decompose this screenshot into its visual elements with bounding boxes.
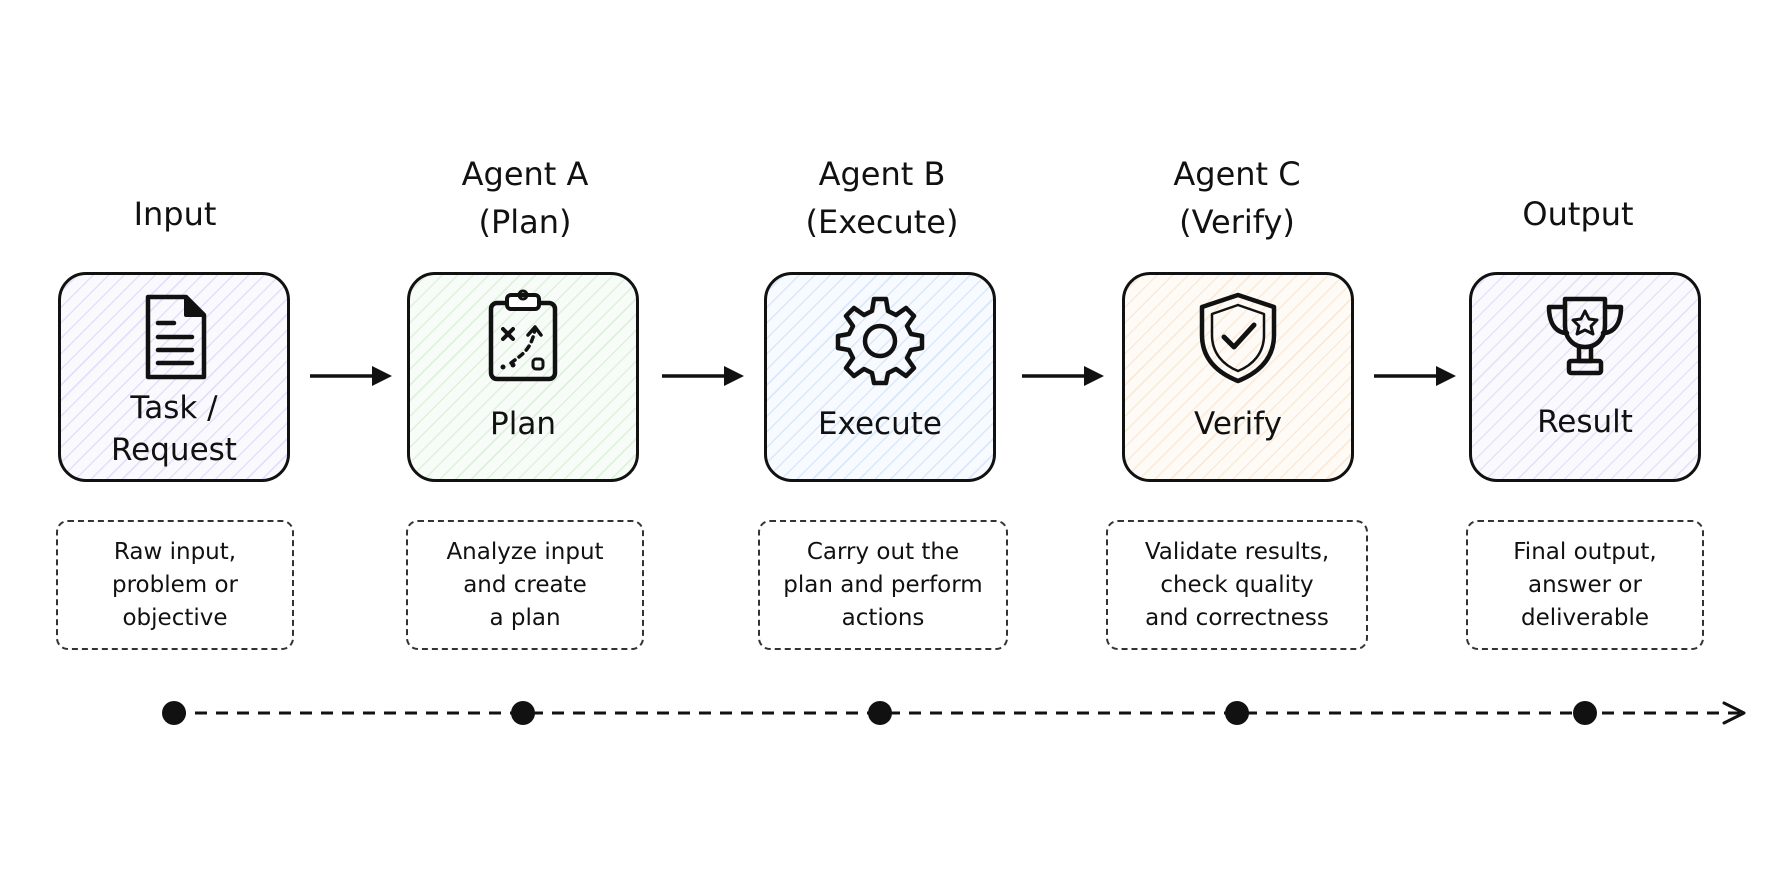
step-label: Plan (410, 403, 636, 445)
description-line: a plan (489, 604, 561, 631)
description-line: and correctness (1145, 604, 1329, 631)
step-label-line: Result (1537, 404, 1633, 440)
arrow-right (310, 364, 392, 388)
step-label-line: Request (111, 432, 237, 468)
stage-header-input: Input (15, 190, 335, 238)
description-line: Carry out the (806, 538, 960, 565)
description-box-verify: Validate results, check quality and corr… (1106, 520, 1368, 650)
stage-header-agent-a: Agent A (Plan) (365, 150, 685, 246)
clipboard-strategy-icon (473, 285, 573, 385)
description-line: Final output, (1513, 538, 1657, 565)
gear-icon (830, 289, 930, 389)
stage-header-line: Agent C (1173, 155, 1301, 193)
timeline-node (1225, 701, 1249, 725)
description-line: answer or (1528, 571, 1642, 598)
description-box-execute: Carry out the plan and perform actions (758, 520, 1008, 650)
description-line: check quality (1160, 571, 1314, 598)
description-line: deliverable (1521, 604, 1649, 631)
step-label-line: Verify (1194, 406, 1282, 442)
step-box-verify: Verify (1122, 272, 1354, 482)
arrow-right (1022, 364, 1104, 388)
stage-header-line: (Plan) (478, 203, 572, 241)
document-icon (124, 287, 224, 387)
stage-header-agent-c: Agent C (Verify) (1077, 150, 1397, 246)
step-label: Task / Request (61, 387, 287, 471)
step-label-line: Execute (818, 406, 942, 442)
arrow-right (662, 364, 744, 388)
step-label-line: Task / (130, 390, 218, 426)
step-label: Verify (1125, 403, 1351, 445)
timeline-arrowhead (1722, 701, 1746, 725)
step-label: Result (1472, 401, 1698, 443)
description-box-input: Raw input, problem or objective (56, 520, 294, 650)
stage-header-line: Output (1522, 195, 1634, 233)
description-line: Analyze input (446, 538, 604, 565)
description-line: Raw input, (113, 538, 237, 565)
timeline-node (162, 701, 186, 725)
stage-header-output: Output (1418, 190, 1738, 238)
step-box-execute: Execute (764, 272, 996, 482)
timeline-node (511, 701, 535, 725)
description-box-plan: Analyze input and create a plan (406, 520, 644, 650)
timeline (162, 701, 1746, 725)
stage-header-agent-b: Agent B (Execute) (722, 150, 1042, 246)
step-box-result: Result (1469, 272, 1701, 482)
step-box-plan: Plan (407, 272, 639, 482)
stage-header-line: Agent B (818, 155, 946, 193)
description-line: actions (841, 604, 925, 631)
step-label-line: Plan (490, 406, 556, 442)
stage-header-line: Input (133, 195, 217, 233)
description-line: objective (122, 604, 228, 631)
description-line: and create (463, 571, 587, 598)
timeline-node (1573, 701, 1597, 725)
description-line: Validate results, (1144, 538, 1330, 565)
stage-header-line: (Execute) (805, 203, 959, 241)
description-box-output: Final output, answer or deliverable (1466, 520, 1704, 650)
timeline-node (868, 701, 892, 725)
step-box-task-request: Task / Request (58, 272, 290, 482)
stage-header-line: Agent A (461, 155, 589, 193)
step-label: Execute (767, 403, 993, 445)
trophy-icon (1535, 287, 1635, 387)
description-line: plan and perform (783, 571, 983, 598)
stage-header-line: (Verify) (1179, 203, 1295, 241)
arrow-right (1374, 364, 1456, 388)
description-line: problem or (111, 571, 238, 598)
shield-check-icon (1188, 287, 1288, 387)
